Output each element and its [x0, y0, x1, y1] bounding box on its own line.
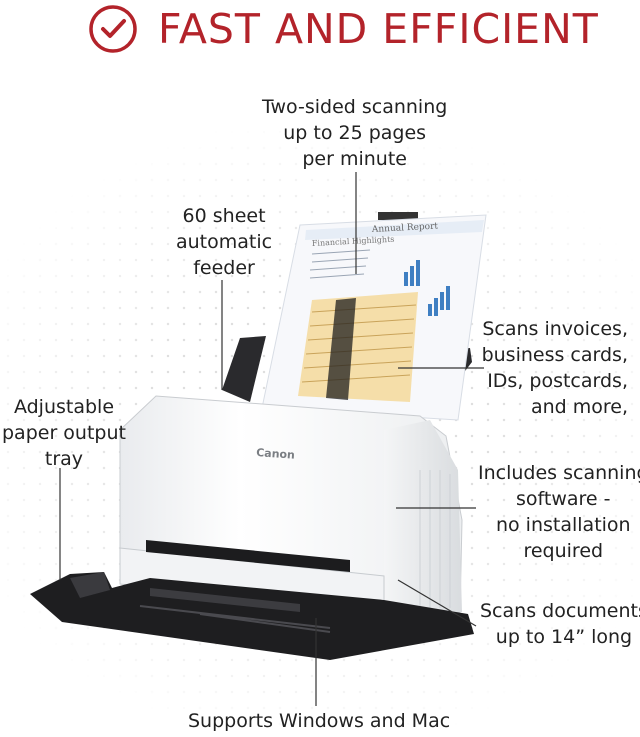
check-circle-icon [89, 5, 137, 53]
callout-line: and more, [530, 396, 628, 418]
callout-line: IDs, postcards, [487, 370, 628, 392]
brand-logo: Canon [256, 446, 296, 462]
callout-line: no installation [495, 514, 631, 536]
callout-line: business cards, [481, 344, 628, 366]
header: FAST AND EFFICIENT [0, 0, 640, 60]
callout-line: up to 14” long [495, 626, 633, 648]
callout-line: up to 25 pages [283, 122, 427, 144]
callout-line: feeder [193, 257, 255, 279]
callout-line: per minute [302, 148, 407, 170]
callout-line: Two-sided scanning [262, 96, 448, 118]
callout-two-sided-scanning: Two-sided scanning up to 25 pages per mi… [262, 94, 447, 172]
paper-guide-left [222, 336, 266, 402]
page-title: FAST AND EFFICIENT [158, 5, 599, 53]
callout-leader-lines [59, 172, 484, 706]
callout-line: Adjustable [13, 396, 115, 418]
callout-line: tray [44, 448, 84, 470]
callout-os-support: Supports Windows and Mac [188, 708, 450, 734]
callout-document-types: Scans invoices, business cards, IDs, pos… [482, 316, 628, 420]
paper-heading: Annual Report [371, 222, 439, 236]
scanner-body: Canon [119, 395, 463, 613]
callout-document-length: Scans documents up to 14” long [480, 598, 640, 650]
callout-line: Supports Windows and Mac [188, 710, 451, 732]
callout-line: Scans documents [480, 600, 640, 622]
callout-line: 60 sheet [182, 205, 266, 227]
callout-line: software - [516, 488, 611, 510]
callout-line: paper output [2, 422, 126, 444]
callout-output-tray: Adjustable paper output tray [2, 394, 126, 472]
callout-line: Includes scanning [478, 462, 640, 484]
callout-line: automatic [176, 231, 273, 253]
output-tray [30, 572, 474, 660]
callout-automatic-feeder: 60 sheet automatic feeder [176, 203, 272, 281]
callout-line: required [523, 540, 604, 562]
callout-scanning-software: Includes scanning software - no installa… [478, 460, 640, 564]
paper-stack: Annual Report Financial Highlights [261, 214, 487, 421]
callout-line: Scans invoices, [482, 318, 628, 340]
paper-subheading: Financial Highlights [312, 235, 395, 248]
